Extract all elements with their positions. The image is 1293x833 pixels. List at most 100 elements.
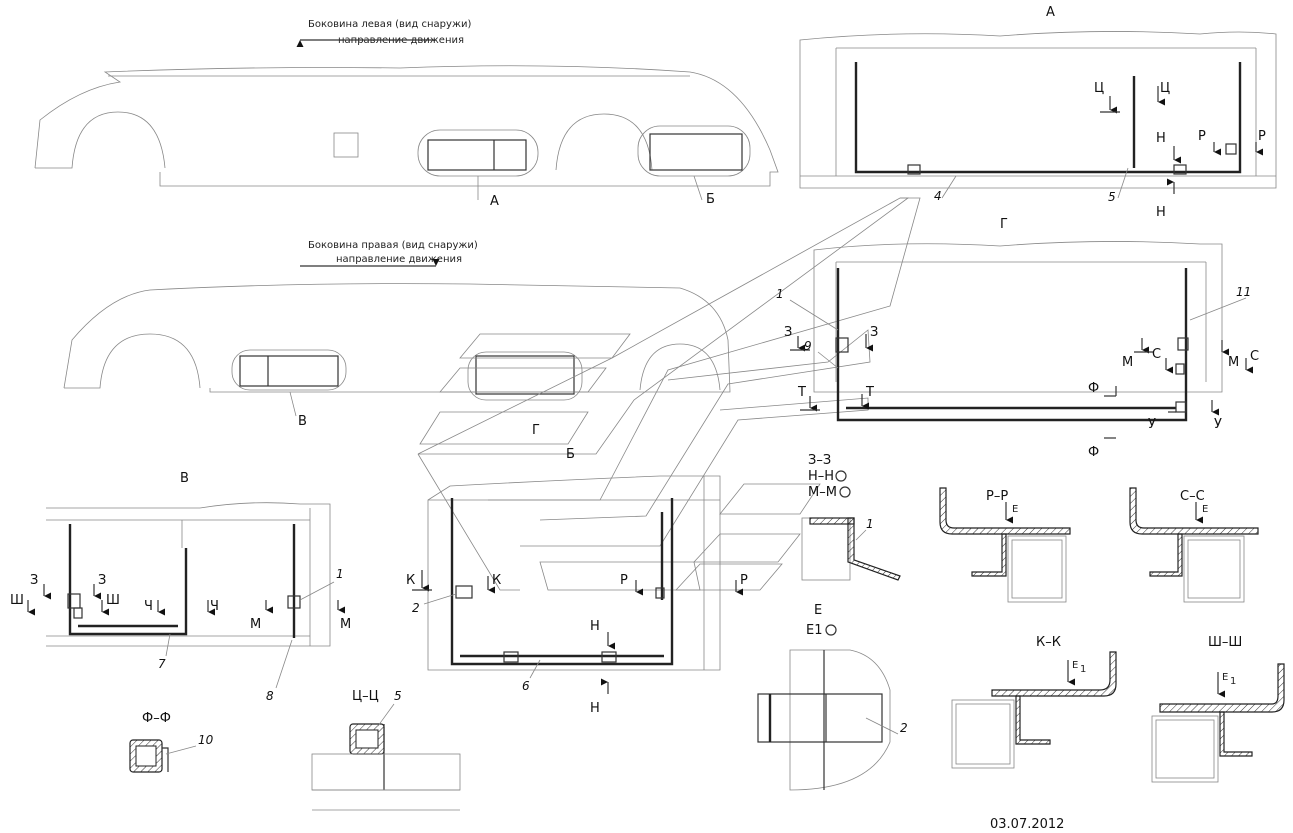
left-side-caption: Боковина левая (вид снаружи) [308,19,471,30]
right-cutout-g [467,351,583,401]
right-wheel-arch [64,333,201,389]
view-v: В З З Ш Ш Ч Ч М М 1 7 8 [10,471,351,703]
svg-text:2: 2 [900,721,908,735]
left-side-wall: Боковина левая (вид снаружи) направление… [34,19,779,209]
svg-text:7: 7 [158,657,166,671]
view-g-title: Г [1000,217,1008,232]
svg-text:М: М [340,617,351,632]
svg-text:М: М [250,617,261,632]
svg-text:З: З [98,573,106,588]
svg-text:1: 1 [776,287,784,301]
view-label-b-leader: Б [566,447,575,462]
section-tsts-title: Ц–Ц [352,689,379,704]
svg-text:Е: Е [1012,504,1018,515]
svg-text:9: 9 [804,339,812,353]
view-label-a-small: А [490,194,499,209]
svg-text:З: З [784,325,792,340]
section-pp-title: Р–Р [986,489,1008,504]
left-hatch-square [333,132,359,158]
view-g-profile [836,268,1188,422]
svg-text:Р: Р [1258,129,1266,144]
svg-text:Ц: Ц [1160,81,1170,96]
left-wheel-arch-rear [555,113,653,171]
right-direction-caption: направление движения [336,254,462,265]
svg-text:1: 1 [336,567,344,581]
view-v-title: В [180,471,189,486]
view-label-b-small: Б [706,192,715,207]
svg-text:1: 1 [1230,676,1236,687]
svg-text:Н–Н: Н–Н [808,469,834,484]
left-wheel-arch-front [35,111,166,169]
svg-text:С: С [1152,347,1161,362]
svg-text:Ф: Ф [1088,381,1099,396]
svg-text:Е: Е [1222,672,1228,683]
svg-text:М: М [1122,355,1133,370]
svg-text:У: У [1214,417,1222,432]
svg-text:С: С [1250,349,1259,364]
right-wheel-arch-rear [639,343,721,391]
svg-text:Ч: Ч [144,599,153,614]
right-side-wall: Боковина правая (вид снаружи) направлени… [63,240,731,429]
right-cutout-v [231,349,347,391]
svg-text:5: 5 [394,689,402,703]
svg-text:Е: Е [1202,504,1208,515]
view-v-border [46,502,331,647]
svg-text:1: 1 [1080,664,1086,675]
svg-text:Н: Н [590,701,600,716]
view-b: К К Р Р Н Н 2 6 [406,475,748,716]
section-ss: С–С Е [1129,487,1259,603]
view-b-border [427,475,721,671]
section-tsts: Ц–Ц 5 [311,689,461,811]
right-wall-outline [63,283,731,393]
svg-text:К: К [492,573,501,588]
left-cutout-b-frame [649,133,743,171]
svg-text:З–З: З–З [808,453,831,468]
drawing-date: 03.07.2012 [990,817,1064,832]
svg-text:1: 1 [866,517,874,531]
svg-text:З: З [870,325,878,340]
svg-text:Е: Е [1072,660,1078,671]
svg-text:У: У [1148,417,1156,432]
right-cutout-v-frame [239,355,339,387]
svg-text:4: 4 [934,189,942,203]
view-a: А Ц Ц Н Н Р Р 4 5 [799,5,1277,220]
view-e: Е Е1 2 [757,603,908,791]
svg-text:Ш: Ш [10,593,24,608]
view-a-profile [854,62,1242,174]
view-a-border [799,31,1277,189]
svg-text:Р: Р [1198,129,1206,144]
section-zz-nn-mm: З–З Н–Н М–М 1 [801,453,901,581]
left-wall-outline [34,65,779,187]
svg-text:Ц: Ц [1094,81,1104,96]
right-side-caption: Боковина правая (вид снаружи) [308,240,478,251]
svg-text:Р: Р [620,573,628,588]
svg-text:2: 2 [412,601,420,615]
svg-text:Т: Т [865,385,874,400]
svg-text:Н: Н [1156,205,1166,220]
svg-text:Н: Н [1156,131,1166,146]
projection-leaders: Г Б [417,197,921,591]
svg-text:Ф: Ф [1088,445,1099,460]
left-cutout-a [417,129,539,177]
view-label-g-leader: Г [532,423,540,438]
svg-text:М–М: М–М [808,485,837,500]
section-shsh: Ш–Ш Е 1 [1151,635,1285,783]
section-ff-title: Ф–Ф [142,711,171,726]
view-v-profile [68,524,188,636]
section-pp: Р–Р Е [939,487,1071,603]
section-ff: Ф–Ф 10 [129,711,214,773]
svg-text:Ч: Ч [210,599,219,614]
svg-text:8: 8 [266,689,274,703]
svg-text:З: З [30,573,38,588]
view-e-title: Е [814,603,822,618]
view-e1-label: Е1 [806,623,823,638]
left-cutout-a-frame [427,139,527,171]
svg-text:Н: Н [590,619,600,634]
section-kk-title: К–К [1036,635,1061,650]
right-cutout-g-frame [475,355,575,395]
section-shsh-title: Ш–Ш [1208,635,1242,650]
svg-text:Р: Р [740,573,748,588]
view-g: Г 1 З З 9 Т Т М М С С 11 Ф [776,217,1259,460]
view-g-border [813,241,1223,393]
